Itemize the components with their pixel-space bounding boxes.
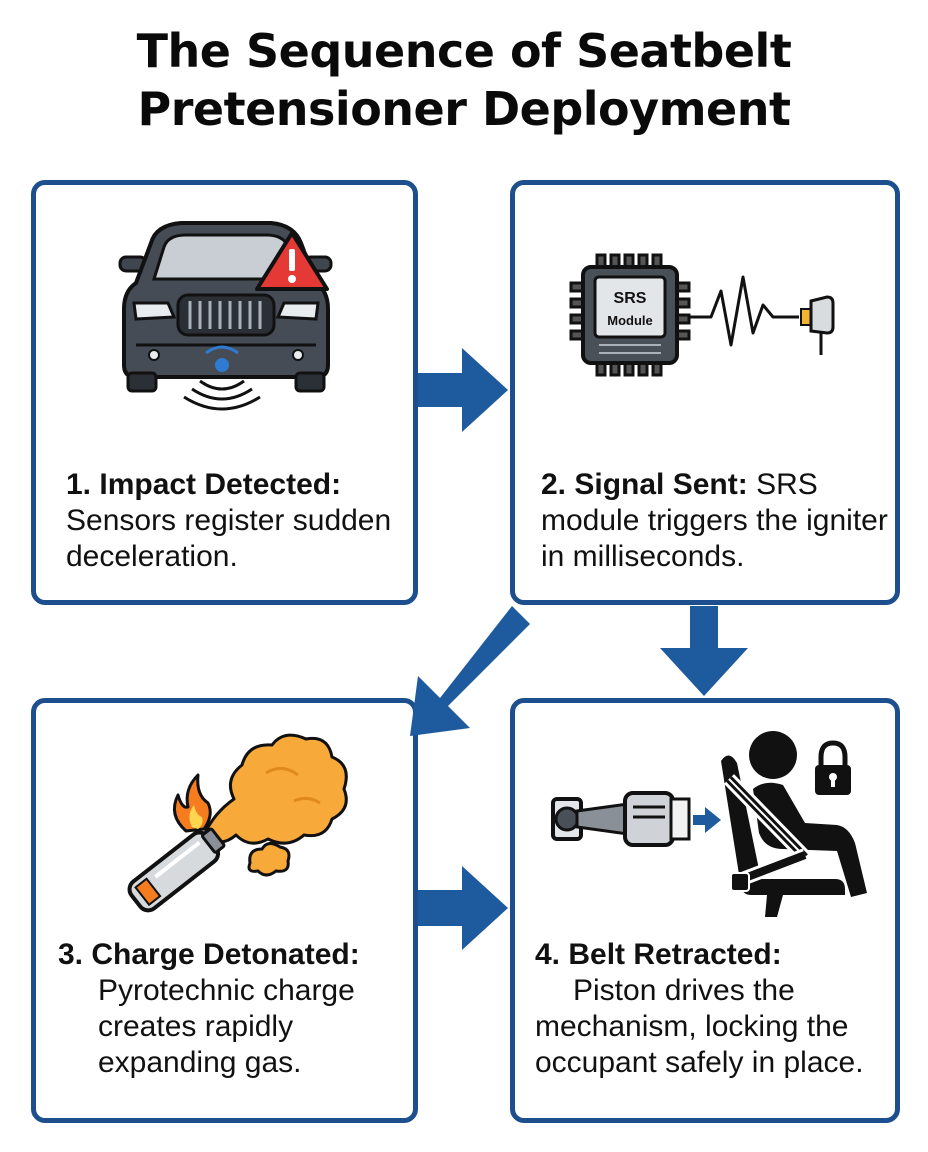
car-impact-sensor-icon <box>118 221 333 411</box>
srs-module-chip-icon: SRS Module <box>569 253 835 377</box>
arrow-step1-to-step2 <box>418 348 508 432</box>
step-card-impact-detected: 1. Impact Detected: Sensors register sud… <box>31 180 418 605</box>
arrow-step2-to-step4 <box>660 606 748 696</box>
step-card-charge-detonated: 3. Charge Detonated: Pyrotechnic charge … <box>31 698 418 1123</box>
step-3-body: Pyrotechnic charge creates rapidly expan… <box>98 974 355 1079</box>
pyrotechnic-explosion-icon <box>127 733 348 913</box>
title-line-1: The Sequence of Seatbelt <box>136 24 792 78</box>
piston-seatbelt-lock-icon <box>551 731 867 917</box>
step-4-heading: 4. Belt Retracted: <box>535 938 782 971</box>
step-1-heading: 1. Impact Detected: <box>66 468 342 501</box>
step-3-heading: 3. Charge Detonated: <box>58 938 360 971</box>
step-1-body: Sensors register sudden deceleration. <box>66 504 392 573</box>
arrow-step3-to-step4 <box>418 866 508 950</box>
chip-label-module: Module <box>607 313 653 328</box>
step-2-text: 2. Signal Sent: SRS module triggers the … <box>541 467 891 575</box>
step-4-body-line-2: mechanism, locking the occupant safely i… <box>535 1010 864 1079</box>
step-card-belt-retracted: 4. Belt Retracted: Piston drives the mec… <box>510 698 900 1123</box>
step-card-signal-sent: SRS Module 2. Signal Sent: SRS module tr… <box>510 180 900 605</box>
step-4-body: Piston drives the mechanism, locking the… <box>535 973 895 1081</box>
step-2-body: SRS module triggers the igniter in milli… <box>541 468 888 573</box>
step-3-text: 3. Charge Detonated: Pyrotechnic charge … <box>58 937 408 1081</box>
page-title: The Sequence of Seatbelt Pretensioner De… <box>0 22 928 138</box>
step-4-text: 4. Belt Retracted: Piston drives the mec… <box>535 937 895 1081</box>
step-1-text: 1. Impact Detected: Sensors register sud… <box>66 467 406 575</box>
step-2-heading: 2. Signal Sent: <box>541 468 748 501</box>
step-4-body-line-1: Piston drives the <box>573 974 795 1007</box>
chip-label-srs: SRS <box>614 290 647 307</box>
title-line-2: Pretensioner Deployment <box>137 82 791 136</box>
